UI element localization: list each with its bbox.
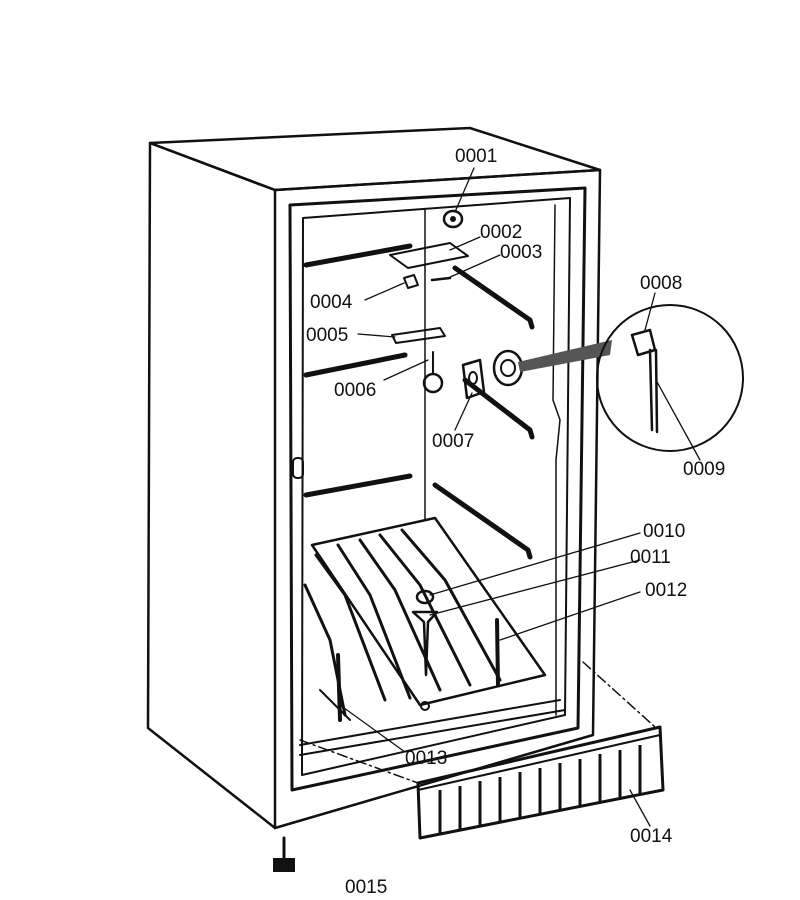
callout-0015: 0015 <box>345 877 387 898</box>
cabinet-side <box>146 141 277 830</box>
callout-0014: 0014 <box>630 826 673 847</box>
left-rail-2 <box>303 352 408 378</box>
callout-0008: 0008 <box>640 273 682 294</box>
part-0006-dial <box>422 372 444 394</box>
right-rail-1 <box>452 265 535 330</box>
hinge-slot <box>292 457 304 479</box>
cabinet <box>146 126 602 830</box>
detail-part-0008 <box>630 328 657 357</box>
detail-bubble <box>518 304 744 452</box>
part-0012-post <box>495 618 500 687</box>
bottom-components <box>336 589 500 722</box>
callout-0011: 0011 <box>630 547 671 568</box>
cabinet-front-frame <box>273 168 602 830</box>
rack-wire <box>319 689 351 721</box>
part-0005-bar <box>391 327 446 344</box>
zoom-cone <box>518 340 612 372</box>
part-0003-clip <box>430 276 452 282</box>
callout-0003: 0003 <box>500 242 542 263</box>
part-0010-cap <box>415 589 435 605</box>
part-0007-bracket <box>461 358 486 400</box>
part-0011-drain <box>411 610 439 677</box>
part-0002-plate <box>389 242 469 269</box>
shelf-rails <box>303 243 535 560</box>
callout-0009: 0009 <box>683 459 725 480</box>
part-0015-foot <box>273 836 295 872</box>
callout-0005: 0005 <box>306 325 348 346</box>
rack-frame <box>310 516 547 707</box>
left-rail-1 <box>303 243 413 268</box>
right-rail-3 <box>432 482 533 560</box>
rack-wire <box>400 528 502 682</box>
rack-wire <box>336 543 412 700</box>
callout-0002: 0002 <box>480 222 522 243</box>
cabinet-opening <box>288 186 587 792</box>
leader-lines <box>339 167 701 827</box>
rack-wire <box>378 533 472 687</box>
part-0013-post <box>336 653 342 722</box>
inner-liner <box>301 197 571 776</box>
left-rail-3 <box>303 473 413 498</box>
kick-plate-outline <box>416 725 665 840</box>
callout-0013: 0013 <box>405 748 447 769</box>
callout-0004: 0004 <box>310 292 353 313</box>
callout-labels: 0001 0002 0003 0004 0005 0006 0007 0008 … <box>306 146 725 898</box>
callout-0006: 0006 <box>334 380 376 401</box>
detail-part-0009 <box>648 348 659 434</box>
alignment-line <box>299 661 656 784</box>
kick-plate-slats <box>438 745 642 834</box>
right-rail-2 <box>462 377 535 440</box>
cabinet-top <box>148 126 602 192</box>
cabinet-base-edge <box>299 699 566 756</box>
callout-0010: 0010 <box>643 521 685 542</box>
callout-0012: 0012 <box>645 580 687 601</box>
liner-right-wall <box>552 204 561 716</box>
callout-0007: 0007 <box>432 431 474 452</box>
callout-0001: 0001 <box>455 146 497 167</box>
thermostat-housing <box>492 349 524 387</box>
top-components <box>389 209 524 400</box>
part-0004-bulb <box>403 274 419 289</box>
rack-wire <box>314 553 387 702</box>
detail-circle <box>596 304 744 452</box>
kick-plate-0014 <box>416 725 665 840</box>
part-0001-knob <box>442 209 464 229</box>
